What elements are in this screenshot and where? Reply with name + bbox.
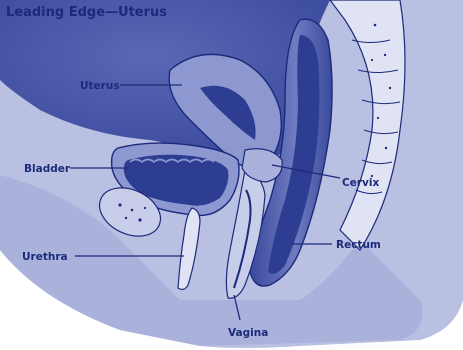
rectum-label: Rectum [336,239,381,251]
vagina-label: Vagina [228,327,268,339]
bladder-label: Bladder [24,163,71,175]
cervix-label: Cervix [342,177,379,189]
diagram-title: Leading Edge—Uterus [6,5,167,20]
uterus-label: Uterus [80,80,120,92]
urethra-label: Urethra [22,251,68,263]
